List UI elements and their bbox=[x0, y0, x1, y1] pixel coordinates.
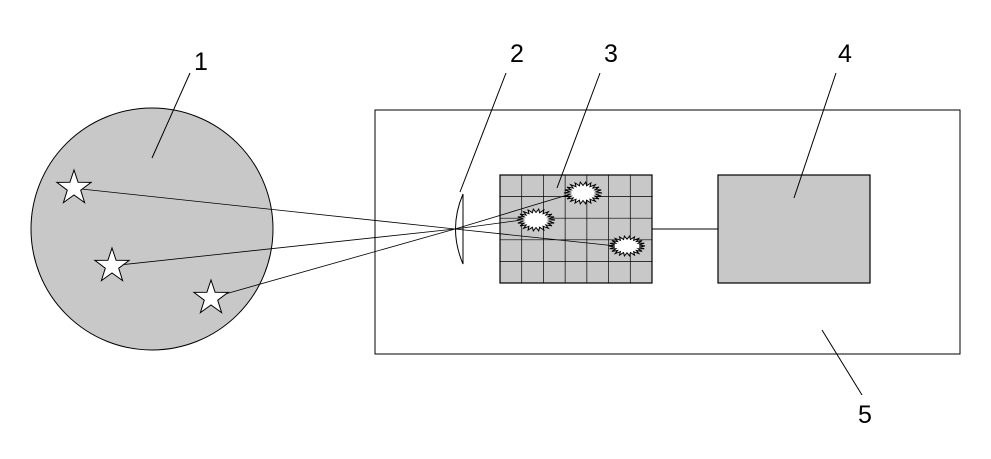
star-icon bbox=[192, 278, 230, 314]
label-lens: 2 bbox=[510, 40, 524, 68]
label-housing: 5 bbox=[858, 401, 872, 429]
star-icon bbox=[55, 168, 93, 204]
star-image-core bbox=[618, 243, 636, 249]
stars bbox=[55, 168, 230, 314]
star-icon bbox=[93, 246, 131, 282]
label-sensor: 3 bbox=[604, 40, 618, 68]
celestial-sphere bbox=[30, 107, 274, 351]
leader-lines bbox=[151, 72, 863, 396]
light-rays bbox=[71, 187, 617, 299]
label-sky: 1 bbox=[194, 48, 208, 76]
star-images bbox=[516, 180, 646, 257]
processor-box bbox=[717, 174, 871, 284]
lens-shape bbox=[455, 193, 464, 265]
star-image-core bbox=[574, 189, 592, 197]
star-image-core bbox=[527, 216, 545, 224]
label-processor: 4 bbox=[838, 40, 852, 68]
